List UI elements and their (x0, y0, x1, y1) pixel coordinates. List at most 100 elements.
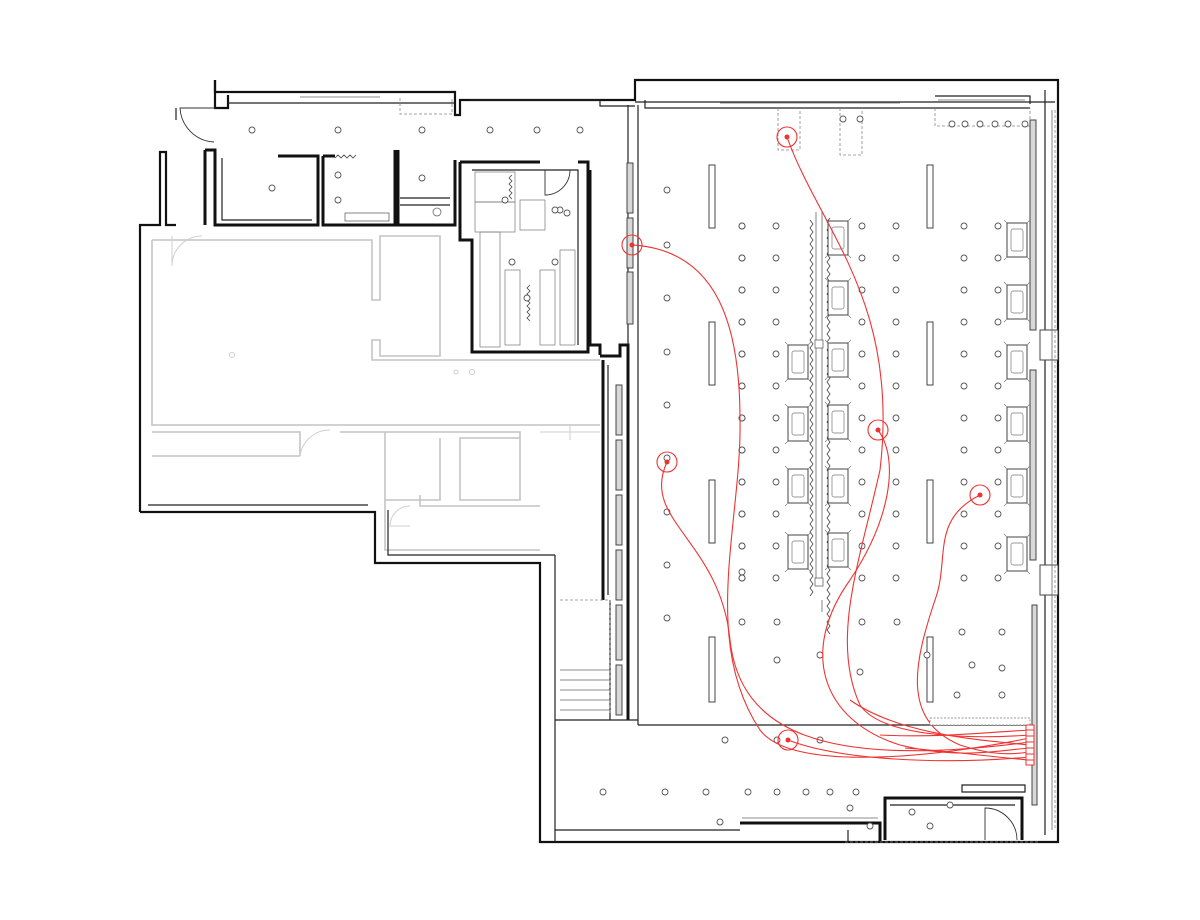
ceiling-fixture-icon (994, 478, 1002, 486)
ceiling-fixture-icon (772, 254, 780, 262)
ceiling-fixture-icon (1021, 120, 1029, 128)
ceiling-fixture-icon (994, 414, 1002, 422)
ceiling-fixture-icon (892, 510, 900, 518)
ceiling-fixture-icon (334, 126, 342, 134)
cable-run (786, 136, 1031, 738)
ceiling-fixture-icon (839, 115, 847, 123)
ceiling-fixture-icon (738, 478, 746, 486)
ceiling-fixture-icon (501, 196, 509, 204)
ceiling-fixture-icon (563, 209, 571, 217)
ceiling-fixture-icon (892, 286, 900, 294)
ceiling-fixture-icon (976, 120, 984, 128)
ceiling-fixture-icon (661, 788, 669, 796)
ceiling-fixture-icon (960, 542, 968, 550)
ceiling-fixture-icon (772, 382, 780, 390)
ceiling-fixture-icon (1004, 120, 1012, 128)
ceiling-fixture-icon (576, 126, 584, 134)
display-case (1003, 403, 1031, 445)
ceiling-fixture-icon (960, 382, 968, 390)
ceiling-fixture-icon (858, 350, 866, 358)
ceiling-fixture-icon (998, 664, 1006, 672)
ceiling-fixture-icon (773, 618, 781, 626)
cable-run (822, 429, 1031, 754)
ceiling-fixture-icon (738, 286, 746, 294)
display-case (1003, 341, 1031, 383)
display-case (784, 531, 812, 573)
ceiling-fixture-icon (716, 818, 724, 826)
ceiling-fixture-icon (960, 286, 968, 294)
display-case (1003, 219, 1031, 261)
ceiling-fixture-icon (892, 350, 900, 358)
ceiling-fixture-icon (738, 382, 746, 390)
ceiling-fixtures (248, 115, 1029, 830)
ceiling-fixture-icon (772, 350, 780, 358)
ceiling-fixture-icon (551, 258, 559, 266)
ceiling-fixture-icon (772, 222, 780, 230)
ceiling-fixture-icon (663, 186, 671, 194)
exterior-walls (138, 78, 1060, 844)
stairs (560, 599, 611, 715)
ceiling-fixture-icon (802, 788, 810, 796)
ceiling-fixture-icon (991, 120, 999, 128)
ceiling-fixture-icon (663, 348, 671, 356)
ceiling-fixture-icon (856, 668, 864, 676)
ceiling-fixture-icon (773, 656, 781, 664)
ceiling-fixture-icon (663, 561, 671, 569)
bottom-right-rooms (555, 784, 1040, 843)
ceiling-fixture-icon (858, 618, 866, 626)
ceiling-fixture-icon (892, 446, 900, 454)
sensor-node-icon (777, 729, 799, 751)
ceiling-fixture-icon (334, 171, 342, 179)
display-bars (708, 164, 934, 703)
ceiling-fixture-icon (599, 788, 607, 796)
ceiling-fixture-icon (772, 510, 780, 518)
ceiling-fixture-icon (508, 258, 516, 266)
ceiling-fixture-icon (960, 446, 968, 454)
ceiling-fixture-icon (946, 801, 954, 809)
ceiling-fixture-icon (858, 446, 866, 454)
back-of-house-rooms (203, 148, 602, 355)
display-case (824, 529, 852, 571)
ceiling-fixture-icon (702, 788, 710, 796)
ceiling-fixture-icon (858, 574, 866, 582)
cable-run (631, 244, 1031, 758)
cable-run (849, 699, 1031, 746)
ceiling-fixture-icon (892, 382, 900, 390)
display-cases (784, 217, 1031, 575)
ceiling-fixture-icon (772, 286, 780, 294)
ceiling-fixture-icon (418, 174, 426, 182)
ceiling-fixture-icon (892, 542, 900, 550)
ceiling-fixture-icon (923, 651, 931, 659)
display-case (784, 341, 812, 383)
cable-run (787, 739, 1031, 762)
ceiling-fixture-icon (856, 115, 864, 123)
ceiling-fixture-icon (816, 651, 824, 659)
display-case (824, 277, 852, 319)
ceiling-fixture-icon (994, 510, 1002, 518)
ceiling-fixture-icon (738, 318, 746, 326)
entry-door (175, 107, 215, 143)
display-case (1003, 281, 1031, 323)
ceiling-fixture-icon (892, 254, 900, 262)
display-case (784, 403, 812, 445)
partition-walls (555, 105, 1038, 806)
ceiling-fixture-icon (893, 618, 901, 626)
ceiling-fixture-icon (953, 691, 961, 699)
cable-run (904, 747, 1031, 761)
ceiling-fixture-icon (738, 222, 746, 230)
display-case (824, 465, 852, 507)
ceiling-fixture-icon (858, 254, 866, 262)
ceiling-fixture-icon (908, 808, 916, 816)
ceiling-fixture-icon (858, 478, 866, 486)
ceiling-fixture-icon (892, 414, 900, 422)
cable-run (879, 729, 1031, 737)
ceiling-fixture-icon (738, 574, 746, 582)
ceiling-fixture-icon (772, 478, 780, 486)
ceiling-fixture-icon (418, 126, 426, 134)
display-case (824, 339, 852, 381)
sensor-node-icon (621, 234, 643, 256)
ceiling-fixture-icon (994, 574, 1002, 582)
hub-panel-icon (929, 717, 1035, 766)
ceiling-fixture-icon (852, 788, 860, 796)
